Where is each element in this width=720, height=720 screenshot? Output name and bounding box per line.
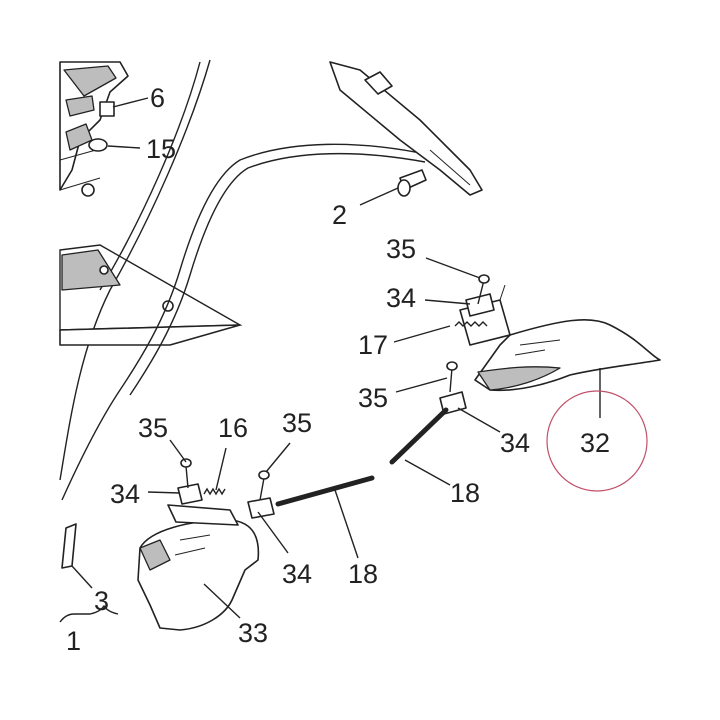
screw-head-small: [81, 183, 95, 197]
upper-right-bracket: [329, 61, 483, 196]
callout-35-c: 35: [138, 413, 168, 443]
clip-34-left-b: [247, 497, 275, 519]
clip-34-upper: [465, 293, 495, 317]
trim-strip: [61, 143, 431, 501]
clip-34-left-a: [177, 483, 203, 505]
group-bracket-1: [59, 604, 119, 623]
callout-35-a: 35: [386, 234, 416, 264]
spring-17: [454, 321, 488, 327]
callout-16: 16: [218, 413, 248, 443]
callout-15: 15: [146, 134, 176, 164]
callout-34-b: 34: [500, 428, 530, 458]
upper-left-assembly: [59, 61, 129, 197]
highlight-circle-32: [546, 390, 648, 492]
callout-labels: 6 15 2 35 34 17 35 34 32 18 35 16 35 34 …: [66, 83, 610, 656]
callout-2: 2: [332, 200, 347, 230]
callout-18-b: 18: [348, 559, 378, 589]
screw-35-left-a: [180, 458, 192, 489]
screw-35-left-b: [258, 470, 270, 501]
callout-34-d: 34: [282, 559, 312, 589]
fairing-panel: [59, 59, 243, 481]
screw-35-upper: [477, 274, 490, 305]
callout-18-a: 18: [450, 478, 480, 508]
right-deflector-32: [459, 284, 661, 392]
callout-17: 17: [358, 330, 388, 360]
washer-15-shape: [88, 138, 108, 152]
screw-2: [397, 169, 427, 197]
callout-34-a: 34: [386, 283, 416, 313]
cable-18-left: [275, 475, 375, 507]
spring-16: [203, 487, 226, 496]
part-3-strip: [61, 523, 77, 569]
clip-6-shape: [99, 101, 115, 117]
left-deflector-33: [137, 504, 260, 631]
callout-34-c: 34: [110, 479, 140, 509]
callout-33: 33: [238, 618, 268, 648]
callout-1: 1: [66, 626, 81, 656]
callout-6: 6: [150, 83, 165, 113]
callout-3: 3: [94, 586, 109, 616]
cable-18-right: [389, 407, 449, 465]
leader-lines: [71, 97, 601, 619]
screw-35-lower-right: [446, 361, 458, 393]
callout-32: 32: [580, 428, 610, 458]
callout-35-b: 35: [358, 383, 388, 413]
callout-35-d: 35: [282, 408, 312, 438]
